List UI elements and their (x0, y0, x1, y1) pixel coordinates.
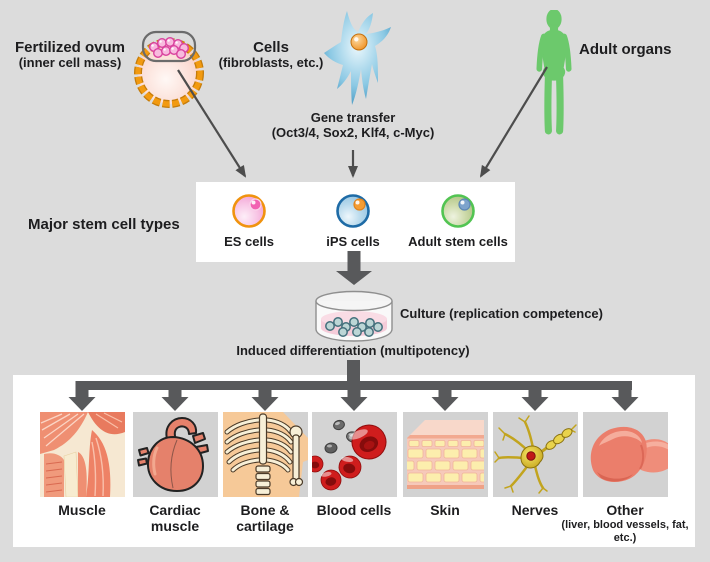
induced-differentiation-label: Induced differentiation (multipotency) (236, 343, 470, 358)
other-sublabel: (liver, blood vessels, fat, etc.) (561, 519, 689, 544)
other-label: Other (606, 502, 644, 518)
adult-body-icon (536, 10, 572, 135)
skin-label: Skin (430, 502, 460, 518)
gene-transfer-label: Gene transfer (Oct3/4, Sox2, Klf4, c-Myc… (271, 110, 435, 141)
cardiac-muscle-tile (133, 412, 218, 497)
es-cells-label: ES cells (224, 234, 274, 249)
cells-title: Cells (253, 39, 289, 56)
cells-subtitle: (fibroblasts, etc.) (218, 55, 324, 71)
liver-illustration (583, 412, 668, 497)
adult-organs-label: Adult organs (579, 41, 672, 58)
neuron-illustration (493, 412, 578, 497)
cultured-cells (325, 317, 383, 337)
fertilized-ovum-subtitle: (inner cell mass) (18, 55, 122, 71)
petri-dish-icon (315, 290, 393, 342)
muscle-label: Muscle (58, 502, 106, 518)
red-blood-cells (312, 424, 387, 491)
gene-transfer-line1: Gene transfer (310, 110, 396, 125)
ips-cell-icon (336, 194, 370, 228)
muscle-illustration (40, 412, 125, 497)
heart-illustration (133, 412, 218, 497)
fertilized-ovum-title: Fertilized ovum (14, 39, 126, 56)
other-tile (583, 412, 668, 497)
culture-label: Culture (replication competence) (400, 306, 603, 321)
skin-tile (403, 412, 488, 497)
bone-cartilage-label: Bone & cartilage (236, 502, 294, 534)
nerves-tile (493, 412, 578, 497)
muscle-tile (40, 412, 125, 497)
major-stem-cell-types-label: Major stem cell types (28, 216, 180, 233)
bone-cartilage-tile (223, 412, 308, 497)
skin-illustration (403, 412, 488, 497)
blood-cells-label: Blood cells (316, 502, 392, 518)
adult-stem-cells-label: Adult stem cells (408, 234, 508, 249)
ips-cells-label: iPS cells (326, 234, 380, 249)
fibroblast-icon (324, 11, 391, 105)
nerves-label: Nerves (511, 502, 559, 518)
gene-transfer-line2: (Oct3/4, Sox2, Klf4, c-Myc) (271, 124, 435, 140)
skeleton-illustration (223, 412, 308, 497)
blood-cells-illustration (312, 412, 397, 497)
blastocyst-icon (134, 30, 204, 108)
cells-label: Cells (fibroblasts, etc.) (210, 39, 332, 71)
es-cell-icon (232, 194, 266, 228)
inner-cell-mass (141, 30, 197, 63)
adult-stem-cell-icon (441, 194, 475, 228)
cardiac-muscle-label: Cardiac muscle (149, 502, 201, 534)
fertilized-ovum-label: Fertilized ovum (inner cell mass) (8, 39, 132, 71)
blood-cells-tile (312, 412, 397, 497)
